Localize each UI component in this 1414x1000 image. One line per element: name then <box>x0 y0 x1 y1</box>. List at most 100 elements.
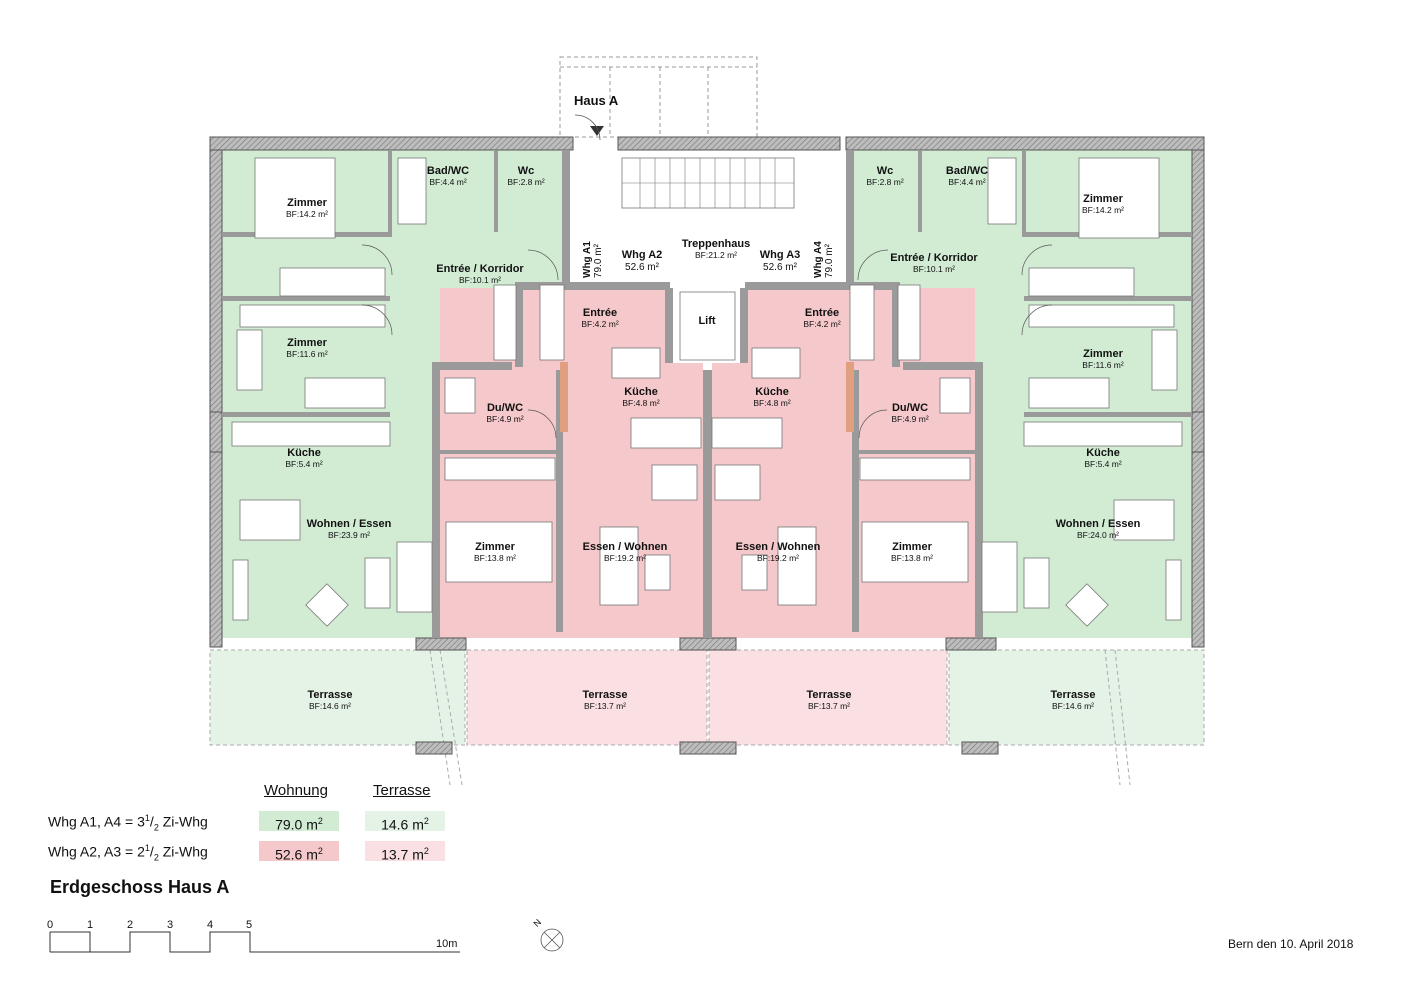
room-name: Küche <box>624 386 658 398</box>
unit-sup: 2 <box>423 846 429 856</box>
whg-a4-vertical-label: Whg A4 79.0 m² <box>813 241 835 278</box>
inner-walls <box>222 150 1192 638</box>
whg-area: 52.6 m² <box>625 261 659 273</box>
outer-walls <box>209 136 1205 755</box>
scale-tick-1: 1 <box>87 919 94 931</box>
room-area: BF:4.8 m² <box>622 397 660 408</box>
room-area: BF:23.9 m² <box>327 529 371 540</box>
room-area: BF:14.2 m² <box>285 208 329 219</box>
room-name: Essen / Wohnen <box>582 541 668 553</box>
room-name: Küche <box>755 386 789 398</box>
unit-sup: 2 <box>317 846 323 856</box>
whg-a2-label: Whg A2 52.6 m² <box>622 249 663 273</box>
value: 79.0 m <box>275 816 318 833</box>
scale-tick-4: 4 <box>207 919 214 931</box>
legend-a1-terrasse-value: 14.6 m2 <box>365 811 445 833</box>
whg-name: Whg A4 <box>813 241 824 278</box>
room-area: BF:4.4 m² <box>429 176 467 187</box>
legend-row-label: Whg A2, A3 = 2 <box>48 843 145 860</box>
room-name: Wohnen / Essen <box>306 518 392 530</box>
legend-col-terrasse: Terrasse <box>373 782 431 799</box>
room-area: BF:14.2 m² <box>1081 204 1125 215</box>
room-area: BF:11.6 m² <box>286 348 328 359</box>
value: 14.6 m <box>381 816 424 833</box>
whg-name: Whg A1 <box>582 241 593 278</box>
room-name: Terrasse <box>582 689 628 701</box>
room-name: Treppenhaus <box>681 238 751 250</box>
scale-tick-3: 3 <box>167 919 174 931</box>
room-name: Zimmer <box>287 197 327 209</box>
room-area: BF:19.2 m² <box>756 552 800 563</box>
room-name: Wohnen / Essen <box>1055 518 1141 530</box>
legend-row-suffix: Zi-Whg <box>158 843 208 860</box>
scale-bar <box>49 931 460 953</box>
room-name: Terrasse <box>806 689 852 701</box>
room-area: BF:19.2 m² <box>603 552 647 563</box>
room-area: BF:14.6 m² <box>308 700 352 711</box>
room-name: Zimmer <box>1083 193 1123 205</box>
room-name: Küche <box>287 447 321 459</box>
room-name: Du/WC <box>891 402 929 414</box>
fraction-denominator: 2 <box>153 822 159 833</box>
room-area: BF:4.9 m² <box>486 413 524 424</box>
room-area: BF:13.7 m² <box>807 700 851 711</box>
fraction-denominator: 2 <box>153 852 159 863</box>
legend-row-a2-a3: Whg A2, A3 = 21/2 Zi-Whg <box>48 843 208 863</box>
room-area: BF:21.2 m² <box>694 249 738 260</box>
room-name: Zimmer <box>1083 348 1123 360</box>
whg-area: 79.0 m² <box>593 244 604 278</box>
room-area: BF:13.7 m² <box>583 700 627 711</box>
room-name: Essen / Wohnen <box>735 541 821 553</box>
unit-sup: 2 <box>423 816 429 826</box>
north-arrow-icon <box>540 928 564 952</box>
furniture <box>231 157 1183 627</box>
room-area: BF:4.8 m² <box>753 397 791 408</box>
lift-label: Lift <box>698 315 716 327</box>
whg-a3-label: Whg A3 52.6 m² <box>760 249 801 273</box>
room-area: BF:5.4 m² <box>285 458 323 469</box>
whg-name: Whg A3 <box>759 249 801 261</box>
scale-tick-0: 0 <box>47 919 54 931</box>
room-area: BF:2.8 m² <box>507 176 545 187</box>
room-area: BF:4.4 m² <box>948 176 986 187</box>
room-area: BF:4.2 m² <box>803 318 841 329</box>
whg-area: 79.0 m² <box>824 244 835 278</box>
room-area: BF:13.8 m² <box>890 552 934 563</box>
room-name: Küche <box>1086 447 1120 459</box>
room-name: Entrée / Korridor <box>890 252 978 264</box>
terrace-a1 <box>209 649 466 746</box>
room-name: Zimmer <box>475 541 515 553</box>
fraction-numerator: 1 <box>144 843 150 853</box>
room-name: Entrée <box>804 307 840 319</box>
drawing-title: Erdgeschoss Haus A <box>50 877 230 897</box>
terrace-a4 <box>948 649 1205 746</box>
scale-end-label: 10m <box>436 938 458 950</box>
room-name: Entrée / Korridor <box>436 263 524 275</box>
room-name: Bad/WC <box>945 165 989 177</box>
room-area: BF:13.8 m² <box>473 552 517 563</box>
terrace-a2 <box>466 649 708 746</box>
room-name: Du/WC <box>486 402 524 414</box>
room-area: BF:11.6 m² <box>1082 359 1124 370</box>
room-area: BF:5.4 m² <box>1084 458 1122 469</box>
room-name: Terrasse <box>1050 689 1096 701</box>
